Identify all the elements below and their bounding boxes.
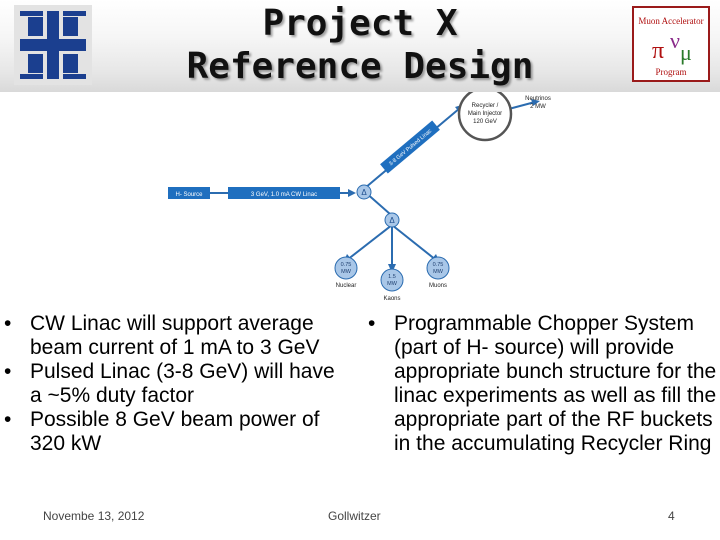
slide-header xyxy=(0,0,720,92)
footer-author: Gollwitzer xyxy=(328,509,381,523)
pulsed-linac-label: 3-8 GeV Pulsed Linac xyxy=(388,128,433,167)
arrowhead xyxy=(531,99,540,106)
muons-power-1: 0.75 xyxy=(433,262,444,268)
footer-date: Novembe 13, 2012 xyxy=(43,509,145,523)
neutrinos-label-2: 2 MW xyxy=(530,104,546,110)
splitter-node-1 xyxy=(356,184,372,200)
fermilab-logo-icon xyxy=(14,5,92,85)
pulsed-linac-box xyxy=(380,120,440,174)
nuclear-power-1: 0.75 xyxy=(341,262,352,268)
svg-text:μ: μ xyxy=(680,40,692,65)
bullet-item: Programmable Chopper System (part of H- … xyxy=(364,312,720,456)
cw-linac-box xyxy=(228,187,340,199)
kaons-power-2: MW xyxy=(387,281,398,287)
svg-text:Program: Program xyxy=(656,67,687,77)
muons-label: Muons xyxy=(429,283,447,289)
splitter-symbol-1: Δ xyxy=(361,188,367,197)
title-line-2: Reference Design xyxy=(186,46,534,87)
muons-power-2: MW xyxy=(433,269,444,275)
right-bullet-list: Programmable Chopper System (part of H- … xyxy=(364,312,720,456)
cw-linac-label: 3 GeV, 1.0 mA CW Linac xyxy=(251,192,317,198)
splitter-symbol-2: Δ xyxy=(389,216,395,225)
kaons-power-1: 1.5 xyxy=(388,274,396,280)
neutrinos-label-1: Neutrinos xyxy=(525,96,551,102)
recycler-label-3: 120 GeV xyxy=(473,119,497,125)
recycler-ring xyxy=(457,92,513,142)
left-bullet-list: CW Linac will support average beam curre… xyxy=(0,312,350,456)
bullet-item: CW Linac will support average beam curre… xyxy=(0,312,350,360)
page-number: 4 xyxy=(668,509,675,523)
nuclear-node xyxy=(334,256,358,280)
pulsed-linac-group: 3-8 GeV Pulsed Linac xyxy=(380,120,440,174)
muons-node xyxy=(426,256,450,280)
recycler-label-1: Recycler / xyxy=(472,103,499,109)
nuclear-label: Nuclear xyxy=(336,283,357,289)
bullet-item: Pulsed Linac (3-8 GeV) will have a ~5% d… xyxy=(0,360,350,408)
title-line-1: Project X xyxy=(262,3,458,44)
arrowhead xyxy=(348,189,356,197)
svg-text:ν: ν xyxy=(670,28,680,53)
h-source-label: H- Source xyxy=(175,192,203,198)
svg-text:Muon Accelerator: Muon Accelerator xyxy=(638,16,703,26)
svg-text:π: π xyxy=(652,38,664,64)
bullet-item: Possible 8 GeV beam power of 320 kW xyxy=(0,408,350,456)
splitter-node-2 xyxy=(384,212,400,228)
accelerator-diagram: H- Source 3 GeV, 1.0 mA CW Linac 3-8 GeV… xyxy=(168,92,551,302)
muon-accelerator-program-logo-icon: Muon Accelerator π ν μ Program xyxy=(632,6,710,82)
nuclear-power-2: MW xyxy=(341,269,352,275)
h-source-box xyxy=(168,187,210,199)
recycler-label-2: Main Injector xyxy=(468,111,502,117)
kaons-node xyxy=(380,268,404,292)
kaons-label: Kaons xyxy=(383,296,400,302)
